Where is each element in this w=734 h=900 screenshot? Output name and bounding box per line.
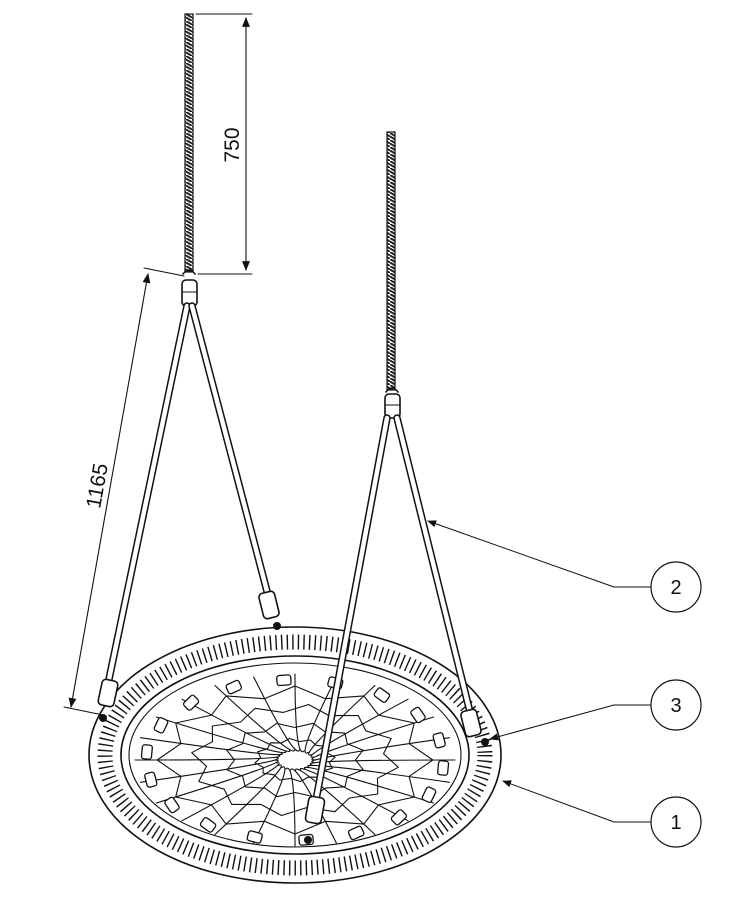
- net-sleeve: [182, 694, 200, 711]
- net-sleeve: [246, 830, 263, 844]
- fitting-left-back: [258, 590, 281, 630]
- net-sleeve: [410, 706, 426, 724]
- shackle-right: [384, 387, 401, 419]
- fitting-right-back: [460, 708, 489, 746]
- callout-2: 2: [427, 520, 702, 613]
- net-sleeve: [225, 679, 243, 695]
- net-sleeve: [347, 825, 365, 841]
- dimension-chain-label: 750: [221, 127, 244, 162]
- rope-left-back: [188, 302, 272, 599]
- net-sleeve: [199, 817, 217, 833]
- callout-2-label: 2: [670, 577, 681, 599]
- swing-net: [134, 673, 456, 847]
- callout-3: 3: [489, 679, 702, 741]
- chain-right: [386, 131, 396, 391]
- net-sleeve: [164, 796, 180, 814]
- chain-left: [184, 13, 194, 273]
- rope-left-front: [104, 302, 191, 688]
- net-sleeve: [421, 786, 437, 803]
- dimension-rope-label: 1165: [82, 462, 113, 511]
- callout-1-label: 1: [670, 812, 681, 834]
- net-sleeve: [140, 744, 153, 760]
- dimension-chain: 750: [195, 13, 253, 275]
- rope-right-front: [312, 414, 391, 804]
- net-sleeve: [390, 809, 408, 826]
- dimension-rope: 1165: [63, 267, 185, 716]
- net-sleeve: [276, 674, 292, 687]
- net-sleeve: [144, 771, 158, 788]
- shackle-left: [181, 269, 198, 307]
- callout-3-label: 3: [670, 695, 681, 717]
- callout-1: 1: [502, 780, 702, 848]
- rope-right-back: [393, 414, 474, 716]
- fitting-right-front: [304, 795, 326, 844]
- net-sleeve: [373, 687, 391, 703]
- net-sleeve: [153, 717, 169, 734]
- net-sleeve: [437, 760, 450, 776]
- net-sleeve: [432, 732, 446, 749]
